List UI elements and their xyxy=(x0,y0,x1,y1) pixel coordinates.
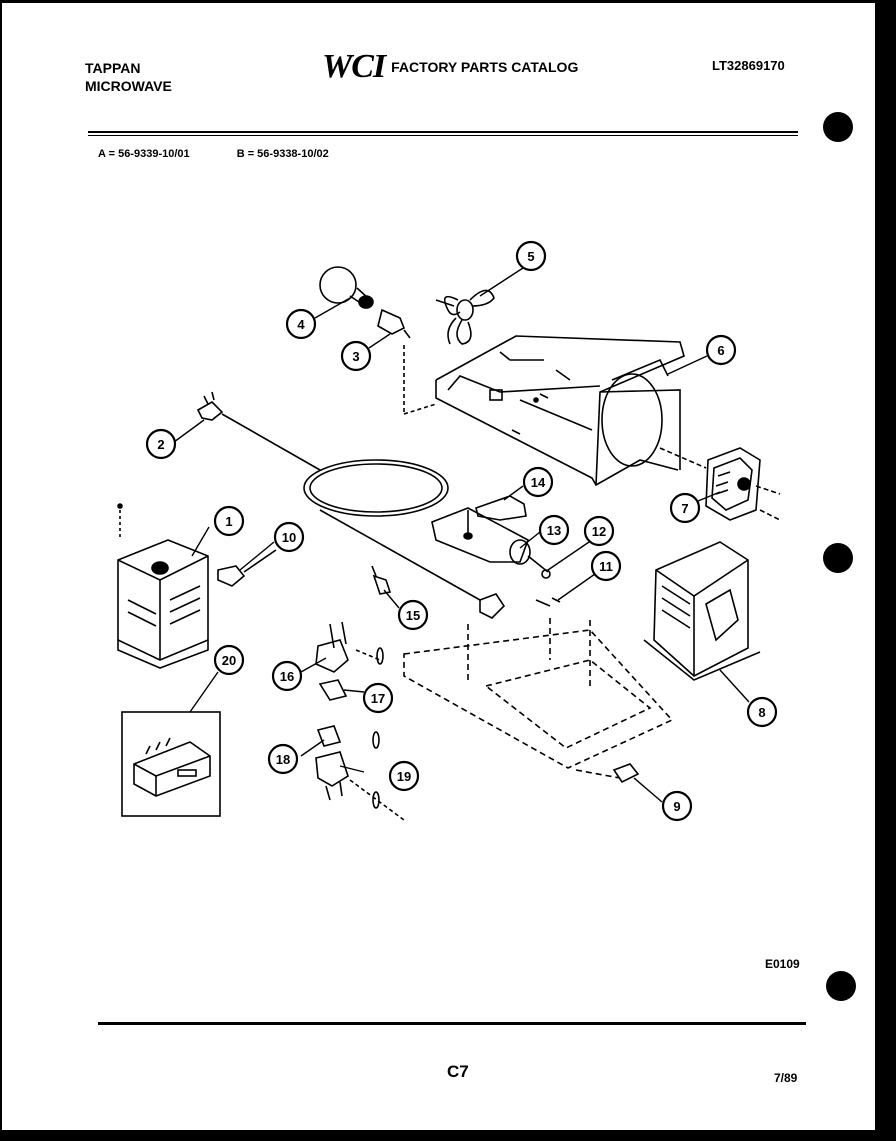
revision-date: 7/89 xyxy=(774,1071,798,1085)
control-module-part xyxy=(121,711,221,817)
interlock-switch-lower-part xyxy=(315,731,405,821)
callout-17-marker xyxy=(362,682,394,714)
callout-5-marker xyxy=(515,240,547,272)
callout-7: 7 xyxy=(681,501,688,516)
thermal-protector-part xyxy=(217,549,277,587)
callout-10: 10 xyxy=(282,530,296,545)
model-a: A = 56-9339-10/01 xyxy=(98,148,190,160)
callout-16-marker xyxy=(271,660,303,692)
header-rule-bottom xyxy=(88,135,798,136)
callout-17: 17 xyxy=(371,691,385,706)
callout-3: 3 xyxy=(352,349,359,364)
fastener-parts xyxy=(535,569,561,607)
fan-bracket-part xyxy=(435,335,685,487)
callout-5: 5 xyxy=(527,249,534,264)
callout-13-marker xyxy=(538,514,570,546)
model-list: A = 56-9339-10/01 B = 56-9338-10/02 xyxy=(98,148,373,160)
callout-13: 13 xyxy=(547,523,561,538)
fan-motor-part xyxy=(659,447,781,521)
callout-19-marker xyxy=(388,760,420,792)
callout-8-marker xyxy=(746,696,778,728)
brand-block: TAPPAN MICROWAVE xyxy=(85,59,172,95)
capacitor-part xyxy=(431,507,549,573)
diagram-id: E0109 xyxy=(765,957,800,971)
leader-lines xyxy=(173,267,750,803)
callout-11: 11 xyxy=(599,559,613,574)
callout-12: 12 xyxy=(592,524,606,539)
interlock-switch-upper-part xyxy=(315,621,384,673)
callout-15: 15 xyxy=(406,608,420,623)
page-number: C7 xyxy=(447,1062,469,1081)
lamp-socket-part xyxy=(377,308,437,415)
callout-9: 9 xyxy=(673,799,680,814)
header-rule-top xyxy=(88,131,798,133)
callout-15-marker xyxy=(397,599,429,631)
switch-part xyxy=(318,679,348,701)
binder-hole-top xyxy=(823,112,853,142)
callout-1: 1 xyxy=(225,514,232,529)
brand-name: TAPPAN xyxy=(85,60,141,76)
wci-logo: WCI xyxy=(322,48,386,85)
base-plate-outline xyxy=(403,618,674,779)
callout-20-marker xyxy=(213,644,245,676)
callout-2: 2 xyxy=(157,437,164,452)
callout-8: 8 xyxy=(758,705,765,720)
capacitor-bracket-part xyxy=(467,495,527,538)
callout-16: 16 xyxy=(280,669,294,684)
light-bulb-part xyxy=(319,266,374,309)
wire-terminal-part xyxy=(479,593,506,619)
catalog-header: WCI FACTORY PARTS CATALOG xyxy=(322,48,578,86)
callout-18-marker xyxy=(267,743,299,775)
callout-markers xyxy=(145,240,778,822)
callout-14-marker xyxy=(522,466,554,498)
callout-10-marker xyxy=(273,521,305,553)
callout-1-marker xyxy=(213,505,245,537)
connector-part xyxy=(612,763,640,784)
power-cord-part xyxy=(196,391,481,601)
footer-rule xyxy=(98,1022,806,1025)
callout-14: 14 xyxy=(531,475,546,490)
catalog-title: FACTORY PARTS CATALOG xyxy=(391,59,579,75)
clip-part xyxy=(371,565,392,595)
product-type: MICROWAVE xyxy=(85,78,172,94)
binder-hole-bottom xyxy=(826,971,856,1001)
callout-11-marker xyxy=(590,550,622,582)
catalog-page xyxy=(2,3,875,1130)
binder-hole-middle xyxy=(823,543,853,573)
callout-4: 4 xyxy=(297,317,305,332)
callout-2-marker xyxy=(145,428,177,460)
catalog-number: LT32869170 xyxy=(712,58,785,73)
callout-9-marker xyxy=(661,790,693,822)
callout-7-marker xyxy=(669,492,701,524)
magnetron-part xyxy=(117,503,209,669)
transformer-part xyxy=(643,541,761,681)
callout-18: 18 xyxy=(276,752,290,767)
callout-6: 6 xyxy=(717,343,724,358)
callout-19: 19 xyxy=(397,769,411,784)
callout-4-marker xyxy=(285,308,317,340)
monitor-switch-part xyxy=(316,725,342,747)
callout-20: 20 xyxy=(222,653,236,668)
fan-blade-part xyxy=(435,289,495,345)
callout-3-marker xyxy=(340,340,372,372)
callout-6-marker xyxy=(705,334,737,366)
model-b: B = 56-9338-10/02 xyxy=(236,148,329,160)
callout-12-marker xyxy=(583,515,615,547)
